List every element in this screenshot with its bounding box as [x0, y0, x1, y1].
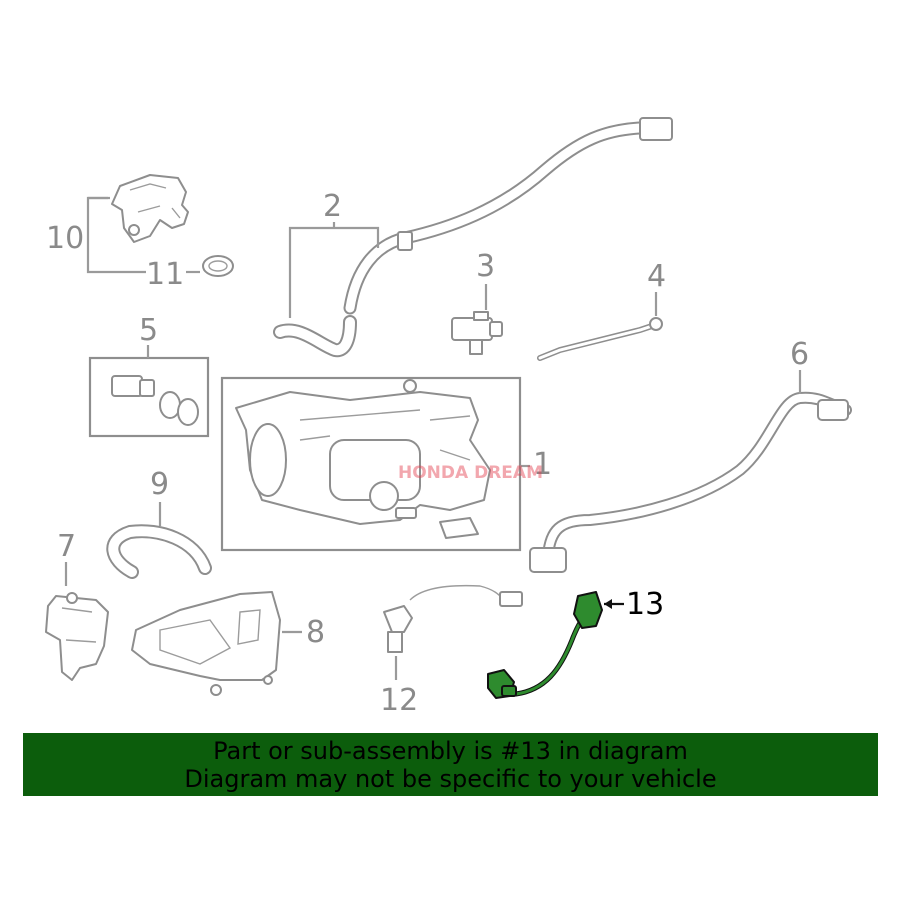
callout-7: 7 [57, 529, 76, 564]
part-4-rod [537, 317, 663, 361]
callout-10: 10 [46, 221, 84, 256]
part-8-guard [131, 591, 281, 696]
part-5-check-valve [111, 375, 199, 426]
callout-12: 12 [380, 683, 418, 718]
vehicle-fit-banner: Part or sub-assembly is #13 in diagram D… [23, 733, 878, 796]
banner-line-1: Part or sub-assembly is #13 in diagram [213, 736, 688, 765]
part-7-bracket [45, 592, 109, 681]
part-9-hose [106, 524, 212, 579]
callout-1: 1 [533, 447, 552, 482]
callout-3: 3 [476, 249, 495, 284]
callout-13: 13 [626, 587, 664, 622]
part-3-solenoid-valve [451, 311, 503, 355]
callout-2: 2 [323, 189, 342, 224]
banner-line-2: Diagram may not be specific to your vehi… [184, 764, 717, 793]
part-10-bracket [111, 174, 189, 243]
callout-9: 9 [150, 467, 169, 502]
callout-8: 8 [306, 615, 325, 650]
part-6-pipe [529, 391, 852, 573]
callout-5: 5 [139, 313, 158, 348]
callout-11: 11 [146, 257, 184, 292]
watermark-logo: HONDA DREAM [398, 463, 543, 483]
part-1-canister [235, 379, 491, 539]
part-11-o-ring [202, 255, 234, 277]
part-1-box [220, 376, 522, 552]
part-13-oxygen-sensor-highlighted[interactable] [487, 591, 603, 699]
callout-4: 4 [647, 259, 666, 294]
part-12-sensor [383, 584, 523, 653]
part-2-hose [273, 117, 673, 358]
callout-6: 6 [790, 337, 809, 372]
